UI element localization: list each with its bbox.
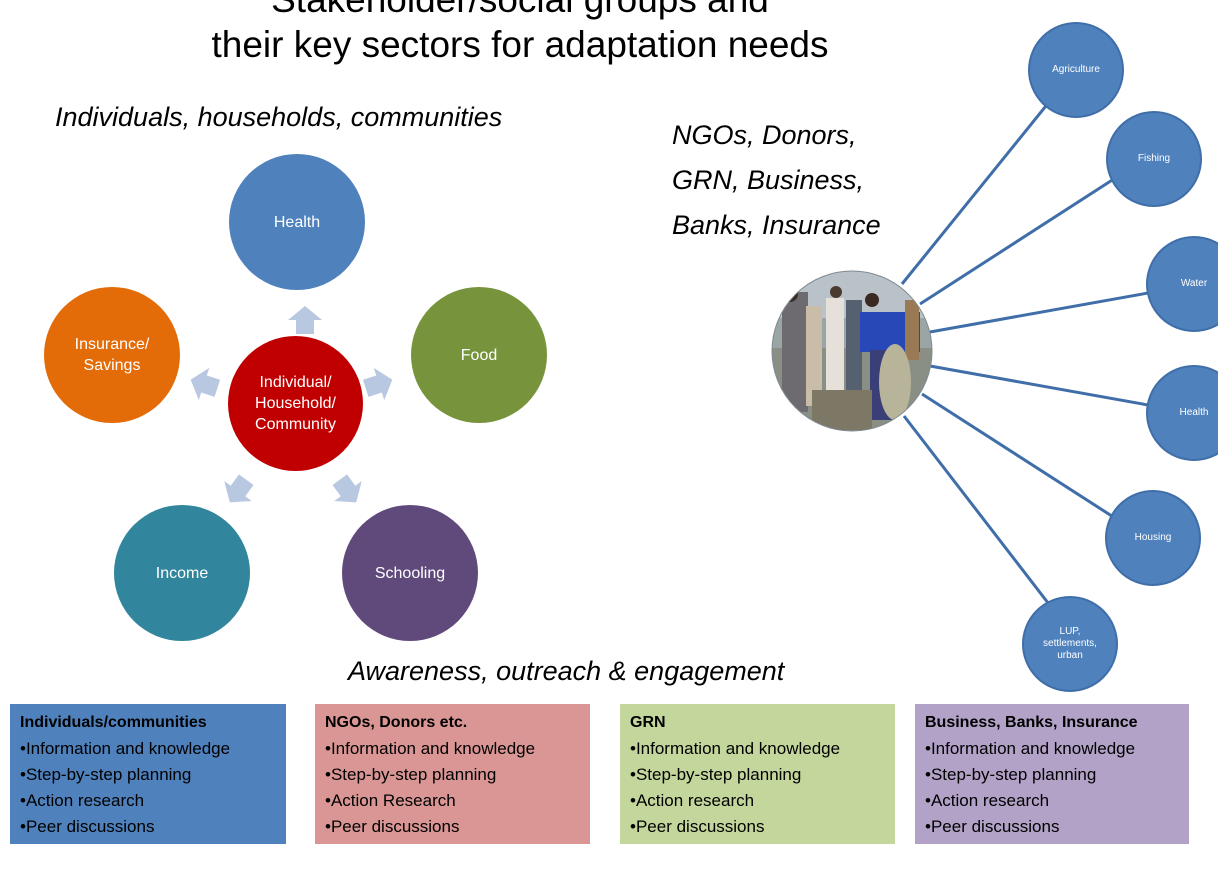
box-ngos-title: NGOs, Donors etc. bbox=[325, 714, 468, 731]
title-line-2: their key sectors for adaptation needs bbox=[211, 24, 829, 65]
spoke-housing bbox=[921, 392, 1119, 522]
box-grn-item: Peer discussions bbox=[630, 814, 885, 840]
spoke-fishing bbox=[919, 173, 1121, 306]
arrow-to-insurance bbox=[190, 367, 221, 401]
node-schooling: Schooling bbox=[342, 505, 478, 641]
right-heading-line-3: Banks, Insurance bbox=[672, 210, 881, 240]
box-individuals-item: Information and knowledge bbox=[20, 736, 276, 762]
node-center-label: Individual/ Household/ Community bbox=[255, 374, 336, 433]
box-business-item: Information and knowledge bbox=[925, 736, 1179, 762]
box-individuals-item: Peer discussions bbox=[20, 814, 276, 840]
box-individuals-item: Action research bbox=[20, 788, 276, 814]
node-health-label: Health bbox=[273, 213, 321, 231]
box-business-list: Information and knowledge Step-by-step p… bbox=[925, 736, 1179, 840]
box-business-title: Business, Banks, Insurance bbox=[925, 714, 1138, 731]
sector-fishing-label: Fishing bbox=[1137, 153, 1171, 164]
arrow-to-income bbox=[224, 474, 254, 503]
sector-water-label: Water bbox=[1180, 278, 1208, 289]
sector-housing: Housing bbox=[1105, 490, 1201, 586]
node-food-label: Food bbox=[460, 346, 498, 364]
node-center: Individual/ Household/ Community bbox=[228, 336, 363, 471]
box-grn-list: Information and knowledge Step-by-step p… bbox=[630, 736, 885, 840]
box-ngos-item: Action Research bbox=[325, 788, 580, 814]
box-grn-item: Action research bbox=[630, 788, 885, 814]
box-ngos-list: Information and knowledge Step-by-step p… bbox=[325, 736, 580, 840]
box-ngos-item: Information and knowledge bbox=[325, 736, 580, 762]
spoke-lup bbox=[902, 415, 1057, 613]
arrow-to-schooling bbox=[332, 474, 362, 503]
spoke-water bbox=[929, 291, 1149, 334]
awareness-heading: Awareness, outreach & engagement bbox=[348, 656, 785, 686]
node-food: Food bbox=[411, 287, 547, 423]
node-health: Health bbox=[229, 154, 365, 290]
spoke-health bbox=[929, 364, 1149, 407]
box-business: Business, Banks, Insurance Information a… bbox=[915, 704, 1189, 844]
sector-agriculture-label: Agriculture bbox=[1052, 64, 1100, 75]
arrow-to-health bbox=[288, 306, 322, 334]
right-heading-line-1: NGOs, Donors, bbox=[672, 120, 857, 150]
node-income-label: Income bbox=[155, 564, 209, 582]
sector-health-label: Health bbox=[1179, 407, 1209, 418]
node-income: Income bbox=[114, 505, 250, 641]
sector-water: Water bbox=[1146, 236, 1218, 332]
sector-housing-label: Housing bbox=[1134, 532, 1172, 543]
arrow-to-food bbox=[362, 367, 393, 401]
node-schooling-label: Schooling bbox=[374, 564, 446, 582]
title-line-1: Stakeholder/social groups and bbox=[150, 0, 890, 23]
box-grn-item: Step-by-step planning bbox=[630, 762, 885, 788]
box-grn-item: Information and knowledge bbox=[630, 736, 885, 762]
sector-lup: LUP, settlements, urban bbox=[1022, 596, 1118, 692]
left-heading: Individuals, households, communities bbox=[55, 102, 503, 132]
sector-agriculture: Agriculture bbox=[1028, 22, 1124, 118]
box-business-item: Action research bbox=[925, 788, 1179, 814]
box-business-item: Step-by-step planning bbox=[925, 762, 1179, 788]
box-individuals-list: Information and knowledge Step-by-step p… bbox=[20, 736, 276, 840]
box-business-item: Peer discussions bbox=[925, 814, 1179, 840]
box-ngos-item: Peer discussions bbox=[325, 814, 580, 840]
right-heading-line-2: GRN, Business, bbox=[672, 165, 865, 195]
box-ngos: NGOs, Donors etc. Information and knowle… bbox=[315, 704, 590, 844]
node-insurance-savings: Insurance/ Savings bbox=[44, 287, 180, 423]
box-individuals-item: Step-by-step planning bbox=[20, 762, 276, 788]
box-grn: GRN Information and knowledge Step-by-st… bbox=[620, 704, 895, 844]
box-individuals-title: Individuals/communities bbox=[20, 714, 207, 731]
sector-fishing: Fishing bbox=[1106, 111, 1202, 207]
node-insurance-savings-label: Insurance/ Savings bbox=[74, 336, 150, 374]
box-grn-title: GRN bbox=[630, 714, 666, 731]
sector-lup-label: LUP, settlements, urban bbox=[1043, 626, 1097, 661]
box-individuals: Individuals/communities Information and … bbox=[10, 704, 286, 844]
hub-photo bbox=[772, 271, 932, 431]
right-heading: NGOs, Donors, GRN, Business, Banks, Insu… bbox=[672, 113, 881, 248]
box-ngos-item: Step-by-step planning bbox=[325, 762, 580, 788]
